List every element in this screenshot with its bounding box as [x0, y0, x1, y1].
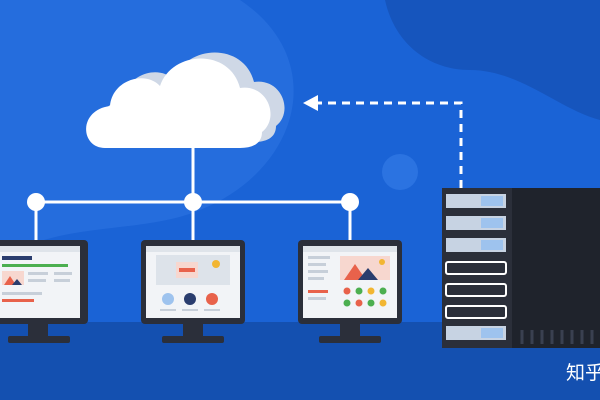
- cloud-icon: [86, 52, 285, 148]
- desktop-monitor-icon: [141, 240, 245, 343]
- background-circle: [382, 154, 418, 190]
- network-node-right: [341, 193, 359, 211]
- desktop-monitor-icon: [298, 240, 402, 343]
- server-vent-lines: [520, 330, 594, 344]
- network-node-left: [27, 193, 45, 211]
- desktop-monitor-icon: [0, 240, 88, 343]
- background-blob-right: [385, 0, 600, 120]
- network-node-center: [184, 193, 202, 211]
- watermark-text: 知乎: [566, 362, 600, 384]
- server-rack-icon: [442, 188, 600, 348]
- server-bay-slots: [445, 194, 507, 340]
- dashed-arrow-icon: [303, 95, 463, 188]
